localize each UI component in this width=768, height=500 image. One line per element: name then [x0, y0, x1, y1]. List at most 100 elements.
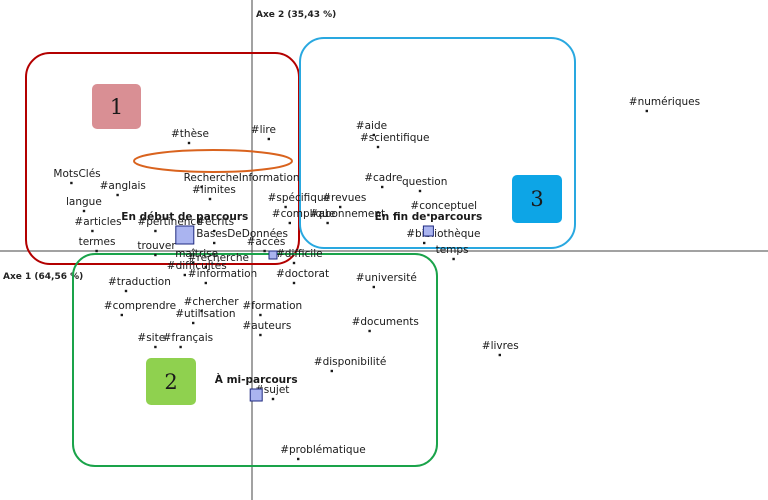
supplementary-point-a-mi-parcours — [249, 388, 263, 402]
point-label-auteurs: #auteurs — [242, 320, 291, 332]
point-cadre — [381, 185, 384, 189]
supplementary-label-a-mi-parcours: À mi-parcours — [215, 373, 298, 386]
supplementary-point-en-debut-de-parcours — [175, 225, 195, 245]
point-label-recherche: #recherche — [188, 252, 249, 264]
point-revues — [339, 205, 342, 209]
point-label-complique: #complique — [272, 208, 336, 220]
point-complique — [288, 221, 291, 225]
point-comprendre — [120, 313, 123, 317]
point-label-disponibilite: #disponibilité — [314, 356, 387, 368]
group-3-number: 3 — [530, 187, 543, 211]
point-label-acces: #accès — [247, 236, 286, 248]
axis-1-title: Axe 1 (64,56 %) — [3, 272, 83, 282]
point-label-lire: #lire — [251, 124, 276, 136]
point-pertinence — [154, 229, 157, 233]
point-label-bibliotheque: #bibliothèque — [406, 228, 480, 240]
point-langue — [82, 209, 86, 213]
point-rechercheinformation — [200, 185, 203, 189]
point-basesdedonnees — [213, 241, 216, 245]
point-label-aide: #aide — [356, 120, 387, 132]
point-label-trouver: trouver — [137, 240, 176, 252]
point-traduction — [124, 289, 128, 293]
point-label-utilisation: #utilisation — [175, 308, 235, 320]
point-recherche — [204, 265, 207, 269]
point-label-difficile: #difficile — [276, 248, 323, 260]
group-2-number: 2 — [164, 370, 177, 394]
point-specifique — [284, 205, 287, 209]
point-numeriques — [645, 109, 648, 113]
point-francais — [179, 345, 182, 349]
point-label-basesdedonnees: BasesDeDonnées — [196, 228, 288, 240]
point-label-specifique: #spécifique — [268, 192, 330, 204]
point-label-articles: #articles — [74, 216, 121, 228]
point-label-documents: #documents — [352, 316, 419, 328]
point-information — [204, 281, 207, 285]
point-aide — [372, 133, 375, 137]
data-points: #numériques#thèse#lire#aide#scientifique… — [53, 96, 700, 461]
point-articles — [91, 229, 94, 233]
supplementary-label-en-debut-de-parcours: En début de parcours — [121, 211, 248, 223]
point-label-comprendre: #comprendre — [104, 300, 176, 312]
point-conceptuel — [427, 213, 430, 217]
point-label-temps: temps — [436, 244, 469, 256]
point-label-question: question — [402, 176, 447, 188]
point-label-pertinence: #pertinence — [137, 216, 202, 228]
point-termes — [95, 249, 98, 253]
point-acces — [263, 249, 266, 253]
supplementary-label-en-fin-de-parcours: En fin de parcours — [375, 211, 483, 223]
point-label-anglais: #anglais — [100, 180, 146, 192]
supplementary-point-unlabeled — [268, 250, 278, 260]
point-motscles — [70, 181, 73, 185]
point-temps — [452, 257, 455, 261]
point-maitrise — [192, 261, 195, 265]
point-sujet — [271, 397, 275, 401]
axis-2-title: Axe 2 (35,43 %) — [256, 10, 336, 20]
point-label-scientifique: #scientifique — [360, 132, 430, 144]
point-label-revues: #revues — [322, 192, 366, 204]
point-label-traduction: #traduction — [108, 276, 171, 288]
point-anglais — [116, 193, 119, 197]
group-1-badge — [92, 84, 141, 129]
group-3-badge — [512, 175, 562, 223]
point-label-sujet: #sujet — [255, 384, 289, 396]
point-question — [418, 189, 422, 193]
group-2-region — [72, 253, 438, 467]
point-label-information: #information — [188, 268, 257, 280]
point-label-livres: #livres — [482, 340, 519, 352]
point-label-doctorat: #doctorat — [276, 268, 329, 280]
group-regions: 1 2 3 — [25, 37, 576, 467]
point-problematique — [297, 457, 300, 461]
point-ecrits — [213, 229, 216, 233]
point-label-site: #site — [137, 332, 165, 344]
point-label-francais: #français — [163, 332, 214, 344]
point-label-chercher: #chercher — [184, 296, 240, 308]
point-utilisation — [192, 321, 195, 325]
point-label-cadre: #cadre — [364, 172, 402, 184]
point-trouver — [154, 253, 157, 257]
point-lire — [267, 137, 270, 141]
point-limites — [208, 197, 212, 201]
point-documents — [368, 329, 371, 333]
point-label-universite: #université — [356, 272, 417, 284]
point-label-termes: termes — [79, 236, 116, 248]
point-chercher — [200, 309, 203, 313]
point-auteurs — [259, 333, 262, 337]
group-2-badge — [146, 358, 196, 405]
point-these — [187, 141, 191, 145]
point-difficile — [292, 261, 296, 265]
point-site — [154, 345, 157, 349]
point-formation — [259, 313, 262, 317]
point-label-langue: langue — [66, 196, 102, 208]
recherche-information-highlight — [133, 149, 293, 173]
group-1-number: 1 — [110, 95, 123, 119]
point-label-difficultes: #difficultés — [167, 260, 227, 272]
point-label-problematique: #problématique — [280, 444, 366, 456]
point-universite — [372, 285, 375, 289]
point-livres — [498, 353, 501, 357]
point-label-ecrits: #écrits — [196, 216, 234, 228]
point-bibliotheque — [423, 241, 426, 245]
point-label-limites: #limites — [192, 184, 236, 196]
group-3-region — [299, 37, 576, 249]
